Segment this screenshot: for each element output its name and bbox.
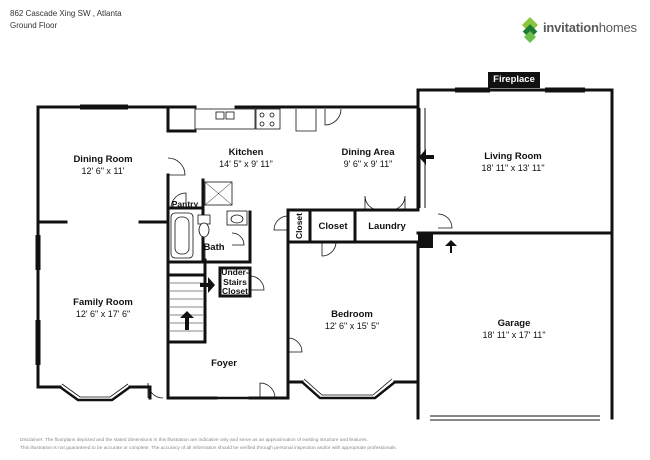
room-bedroom: Bedroom 12' 6" x 15' 5" <box>325 309 379 331</box>
room-name-line: Under- <box>221 267 249 277</box>
room-garage: Garage 18' 11" x 17' 11" <box>482 318 545 340</box>
room-foyer: Foyer <box>211 358 237 369</box>
property-address: 862 Cascade Xing SW , Atlanta <box>10 9 122 18</box>
room-closet-a: Closet <box>290 213 308 239</box>
room-dimensions: 14' 5" x 9' 11" <box>219 159 273 169</box>
room-name-line: Stairs <box>223 276 247 287</box>
room-name: Bath <box>203 242 225 253</box>
room-name: Garage <box>497 318 531 329</box>
disclaimer-line-2: This illustration is not guaranteed to b… <box>20 446 397 451</box>
room-name: Closet <box>318 221 348 232</box>
room-name: Living Room <box>484 151 542 162</box>
exterior-wall <box>166 105 197 133</box>
room-dimensions: 12' 6" x 15' 5" <box>324 321 380 331</box>
fireplace-label: Fireplace <box>488 72 540 88</box>
direction-arrow-icon <box>445 240 457 253</box>
room-name: Pantry <box>171 199 199 209</box>
room-name: Family Room <box>73 297 133 308</box>
room-dimensions: 12' 6" x 11' <box>81 166 125 176</box>
brand-logo-icon <box>522 17 538 43</box>
room-pantry: Pantry <box>172 194 198 212</box>
exterior-wall <box>416 231 614 420</box>
disclaimer-line-1: Disclaimer: The floorplans depicted and … <box>20 438 368 443</box>
room-name: Dining Room <box>73 154 133 165</box>
room-dimensions: 18' 11" x 13' 11" <box>481 163 545 173</box>
room-name: Dining Area <box>341 147 395 158</box>
room-name: Bedroom <box>331 309 373 320</box>
interior-wall <box>218 266 252 298</box>
room-laundry: Laundry <box>368 221 405 232</box>
room-dimensions: 9' 6" x 9' 11" <box>343 159 393 169</box>
stairs-up-arrow-icon <box>180 311 194 330</box>
room-dimensions: 18' 11" x 17' 11" <box>482 330 546 340</box>
room-name: Laundry <box>368 221 406 232</box>
room-name: Closet <box>294 213 304 239</box>
brand-name-part-1: invitation <box>543 20 599 35</box>
room-name: Kitchen <box>228 147 264 158</box>
room-dining-area: Dining Area 9' 6" x 9' 11" <box>342 147 395 169</box>
room-living-room: Living Room 18' 11" x 13' 11" <box>481 151 544 173</box>
room-name: Foyer <box>211 358 237 369</box>
brand-name-part-2: homes <box>598 20 637 35</box>
room-name-line: Closet <box>222 286 248 296</box>
room-kitchen: Kitchen 14' 5" x 9' 11" <box>219 147 273 169</box>
room-closet-b: Closet <box>318 221 347 232</box>
exterior-wall <box>128 385 152 400</box>
room-dining-room: Dining Room 12' 6" x 11' <box>73 154 132 176</box>
room-family-room: Family Room 12' 6" x 17' 6" <box>73 297 133 319</box>
room-bath: Bath <box>203 242 224 253</box>
room-under-stairs-closet: Under- Stairs Closet <box>221 267 249 297</box>
interior-wall <box>166 258 207 277</box>
direction-arrow-icon <box>419 149 434 165</box>
direction-arrow-icon <box>200 277 215 293</box>
room-dimensions: 12' 6" x 17' 6" <box>75 309 131 319</box>
brand-logo-text: invitationhomes <box>543 20 637 35</box>
floor-label: Ground Floor <box>10 21 58 30</box>
